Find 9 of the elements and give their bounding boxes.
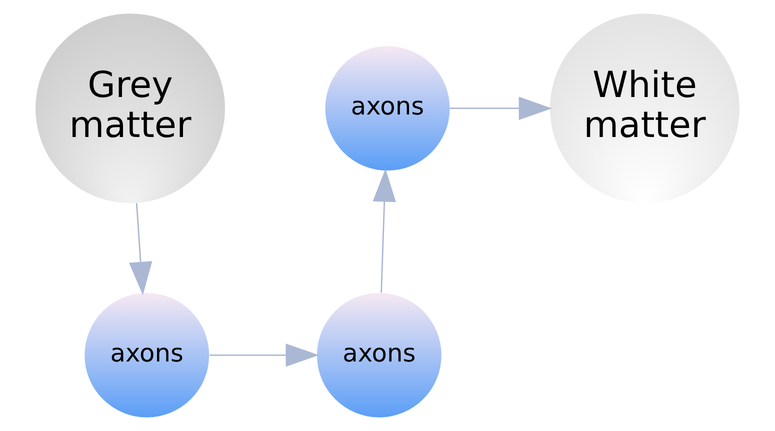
arrow (209, 344, 319, 367)
arrow (372, 168, 396, 293)
node-circle: White matter (550, 14, 740, 204)
arrow (450, 96, 552, 120)
node-circle: axons (84, 292, 210, 418)
node-circle: axons (316, 292, 442, 418)
node-circle: Grey matter (36, 14, 225, 204)
node-circle: axons (325, 46, 450, 171)
arrow (129, 202, 152, 296)
